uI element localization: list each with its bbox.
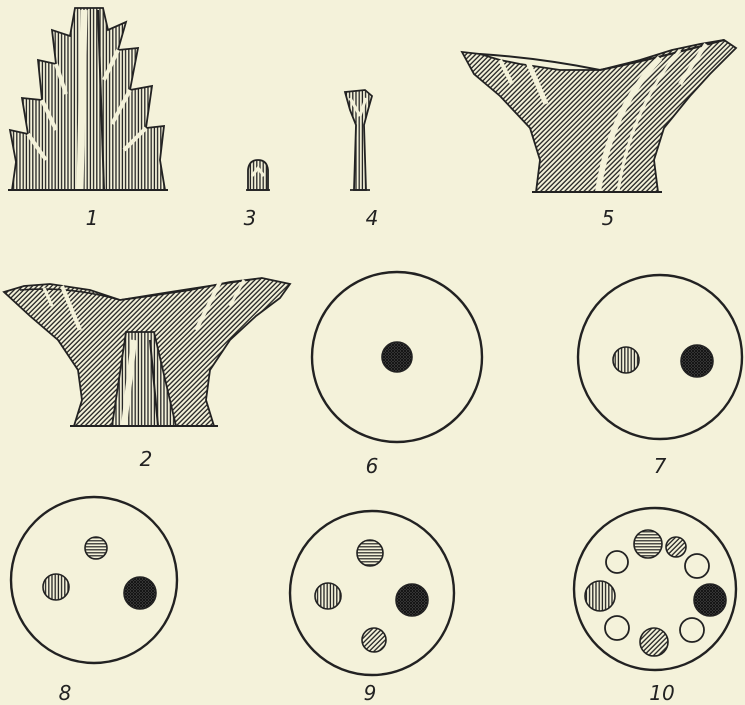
figure-1-label: 1: [72, 207, 112, 229]
figure-2-label: 2: [126, 448, 166, 470]
figure-6-label: 6: [352, 455, 392, 477]
figure-7-label: 7: [640, 455, 680, 477]
figure-2-crystal: [4, 278, 290, 426]
figure-10-label: 10: [642, 682, 682, 704]
figure-5-crystal: [462, 40, 736, 192]
figure-1-crystal: [8, 8, 168, 190]
figure-4-label: 4: [352, 207, 392, 229]
figure-7-section: [578, 275, 742, 439]
figure-8-section: [11, 497, 177, 663]
figure-3-label: 3: [230, 207, 270, 229]
figure-9-section: [290, 511, 454, 675]
figure-10-section: [574, 508, 736, 670]
figure-6-section: [312, 272, 482, 442]
figure-4-crystal: [345, 90, 372, 190]
figure-3-crystal: [246, 160, 270, 190]
figure-8-label: 8: [45, 682, 85, 704]
figure-5-label: 5: [588, 207, 628, 229]
figure-9-label: 9: [350, 682, 390, 704]
